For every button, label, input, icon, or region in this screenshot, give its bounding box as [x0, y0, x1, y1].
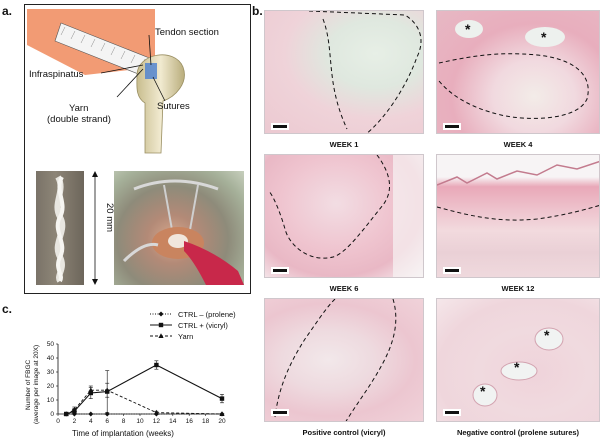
- region-outline: [438, 20, 589, 119]
- panel-b-label: b.: [252, 4, 263, 18]
- x-tick-label: 4: [89, 418, 93, 425]
- scale-bar: [443, 123, 461, 130]
- scale-bar: [271, 123, 289, 130]
- star-marker: *: [514, 359, 520, 375]
- label-tendon-section: Tendon section: [155, 27, 219, 38]
- vessel-shapes: [472, 327, 564, 407]
- caption-week-1: WEEK 1: [329, 140, 359, 149]
- scale-bar: [271, 409, 289, 416]
- x-axis-label: Time of implantation (weeks): [72, 429, 174, 438]
- region-outline: [308, 11, 422, 133]
- star-marker: *: [480, 383, 486, 399]
- surgery-detail: [122, 179, 244, 285]
- region-outline: [437, 160, 599, 221]
- x-tick-label: 12: [153, 418, 161, 425]
- y-tick-label: 10: [47, 397, 55, 404]
- panel-a-frame: Tendon section Infraspinatus Sutures Yar…: [24, 4, 251, 294]
- histology-week-6: [264, 154, 424, 278]
- x-tick-label: 10: [136, 418, 144, 425]
- y-axis-label-sub: (average per image at 20X): [33, 345, 40, 424]
- data-point: [158, 333, 164, 338]
- yarn-photo: [36, 171, 84, 285]
- caption-negative-control: Negative control (prolene sutures): [456, 428, 580, 437]
- data-point: [63, 411, 69, 416]
- label-yarn: Yarn: [69, 103, 89, 114]
- y-tick-label: 20: [47, 383, 55, 390]
- x-tick-label: 2: [73, 418, 77, 425]
- histology-positive-control: [264, 298, 424, 422]
- data-point: [71, 407, 77, 412]
- panel-a-label: a.: [2, 4, 13, 18]
- label-yarn-double: (double strand): [47, 114, 111, 125]
- star-marker: *: [541, 29, 547, 45]
- legend-label: CTRL – (prolene): [178, 310, 236, 319]
- region-outline: [268, 155, 423, 277]
- histology-negative-control: * * *: [436, 298, 600, 422]
- caption-positive-control: Positive control (vicryl): [302, 428, 386, 437]
- label-sutures: Sutures: [157, 101, 190, 112]
- x-tick-label: 16: [186, 418, 194, 425]
- histology-week-12: [436, 154, 600, 278]
- y-tick-label: 0: [50, 411, 54, 418]
- data-point: [153, 409, 159, 415]
- data-point: [88, 411, 94, 417]
- fbgc-line-chart: Number of FBGC (average per image at 20X…: [25, 310, 236, 438]
- length-arrow: [92, 171, 98, 285]
- legend-label: Yarn: [178, 332, 193, 341]
- caption-week-4: WEEK 4: [503, 140, 533, 149]
- data-point: [154, 362, 159, 368]
- surgery-photo: [114, 171, 244, 285]
- x-tick-label: 6: [105, 418, 109, 425]
- shoulder-illustration: [27, 9, 185, 154]
- data-point: [104, 387, 110, 393]
- data-point: [88, 387, 94, 393]
- y-tick-label: 40: [47, 355, 55, 362]
- caption-week-6: WEEK 6: [329, 284, 359, 293]
- region-outline: [274, 299, 397, 421]
- data-point: [158, 311, 164, 317]
- star-marker: *: [465, 21, 471, 37]
- panel-c-label: c.: [2, 302, 13, 316]
- scale-bar: [443, 409, 461, 416]
- histology-week-1: [264, 10, 424, 134]
- scale-bar: [271, 267, 289, 274]
- data-point: [219, 411, 225, 416]
- x-tick-label: 14: [169, 418, 177, 425]
- data-point: [158, 322, 164, 328]
- caption-week-12: WEEK 12: [501, 284, 535, 293]
- y-tick-label: 50: [47, 341, 55, 348]
- histology-week-4: * *: [436, 10, 600, 134]
- humerus-head: [136, 54, 185, 154]
- star-marker: *: [544, 327, 550, 343]
- sutures-mark: [145, 63, 157, 79]
- y-tick-label: 30: [47, 369, 55, 376]
- x-tick-label: 8: [122, 418, 126, 425]
- y-axis-label: Number of FBGC: [25, 359, 32, 410]
- label-infraspinatus: Infraspinatus: [29, 69, 84, 80]
- legend-label: CTRL + (vicryl): [178, 321, 228, 330]
- scale-bar: [443, 267, 461, 274]
- yarn-strand: [54, 175, 66, 283]
- x-tick-label: 0: [56, 418, 60, 425]
- x-tick-label: 20: [218, 418, 226, 425]
- data-point: [219, 396, 225, 401]
- x-tick-label: 18: [202, 418, 210, 425]
